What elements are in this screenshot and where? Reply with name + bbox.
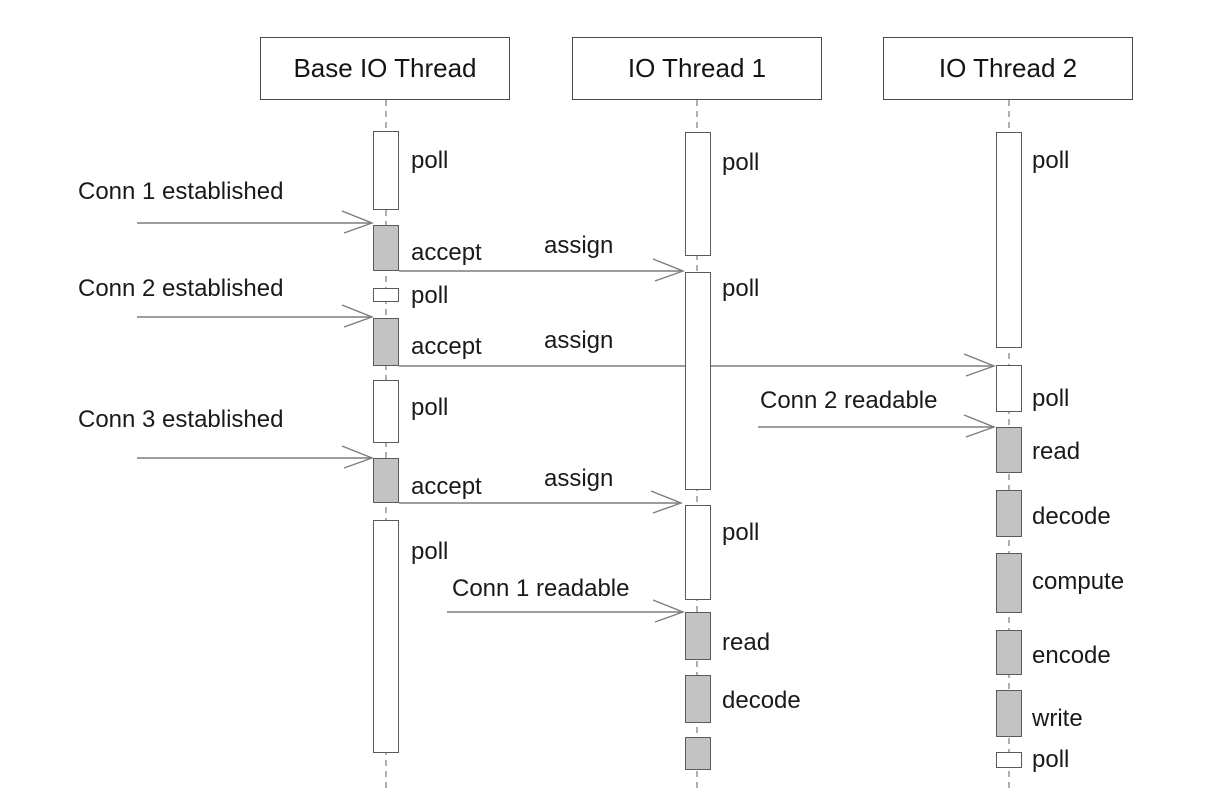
message-arrow-conn-3-established — [137, 445, 374, 469]
message-label: assign — [544, 327, 614, 354]
activation-label: poll — [1032, 147, 1070, 174]
message-label: Conn 1 established — [78, 178, 284, 205]
activation-box — [373, 288, 399, 302]
activation-box — [373, 225, 399, 271]
activation-label: decode — [722, 687, 801, 714]
activation-box — [685, 272, 711, 490]
activation-box — [996, 752, 1022, 768]
message-arrow-conn-1-readable — [447, 599, 685, 623]
activation-box — [373, 458, 399, 503]
activation-box — [373, 318, 399, 366]
activation-label: write — [1032, 705, 1083, 732]
message-arrow-conn-2-established — [137, 304, 374, 328]
activation-label: read — [722, 629, 771, 656]
message-arrow-assign-1 — [399, 258, 685, 282]
lifeline-header-io-thread-1: IO Thread 1 — [572, 37, 822, 100]
message-label: Conn 3 established — [78, 406, 284, 433]
activation-label: poll — [1032, 385, 1070, 412]
activation-box — [685, 737, 711, 770]
message-arrow-conn-2-readable — [758, 414, 996, 438]
lifeline-header-base-io-thread: Base IO Thread — [260, 37, 510, 100]
message-label: Conn 2 readable — [760, 387, 938, 414]
activation-box — [373, 520, 399, 753]
activation-label: accept — [411, 473, 482, 500]
activation-label: accept — [411, 239, 482, 266]
activation-box — [996, 427, 1022, 473]
message-arrow-conn-1-established — [137, 210, 374, 234]
activation-box — [996, 132, 1022, 348]
activation-label: poll — [411, 538, 449, 565]
activation-label: read — [1032, 438, 1081, 465]
activation-label: poll — [411, 394, 449, 421]
message-arrow-assign-3 — [399, 490, 683, 514]
activation-box — [996, 365, 1022, 412]
message-label: Conn 1 readable — [452, 575, 630, 602]
activation-box — [373, 131, 399, 210]
activation-label: accept — [411, 333, 482, 360]
message-label: Conn 2 established — [78, 275, 284, 302]
activation-box — [996, 490, 1022, 537]
activation-box — [996, 630, 1022, 675]
message-label: assign — [544, 232, 614, 259]
activation-label: poll — [722, 519, 760, 546]
activation-box — [685, 132, 711, 256]
message-label: assign — [544, 465, 614, 492]
activation-label: poll — [411, 282, 449, 309]
activation-label: poll — [411, 147, 449, 174]
activation-box — [996, 553, 1022, 613]
activation-label: poll — [722, 275, 760, 302]
activation-label: compute — [1032, 568, 1125, 595]
activation-box — [373, 380, 399, 443]
activation-box — [685, 612, 711, 660]
activation-label: decode — [1032, 503, 1111, 530]
activation-label: poll — [1032, 746, 1070, 773]
activation-box — [996, 690, 1022, 737]
activation-label: encode — [1032, 642, 1111, 669]
activation-label: poll — [722, 149, 760, 176]
activation-box — [685, 505, 711, 600]
activation-box — [685, 675, 711, 723]
lifeline-header-io-thread-2: IO Thread 2 — [883, 37, 1133, 100]
